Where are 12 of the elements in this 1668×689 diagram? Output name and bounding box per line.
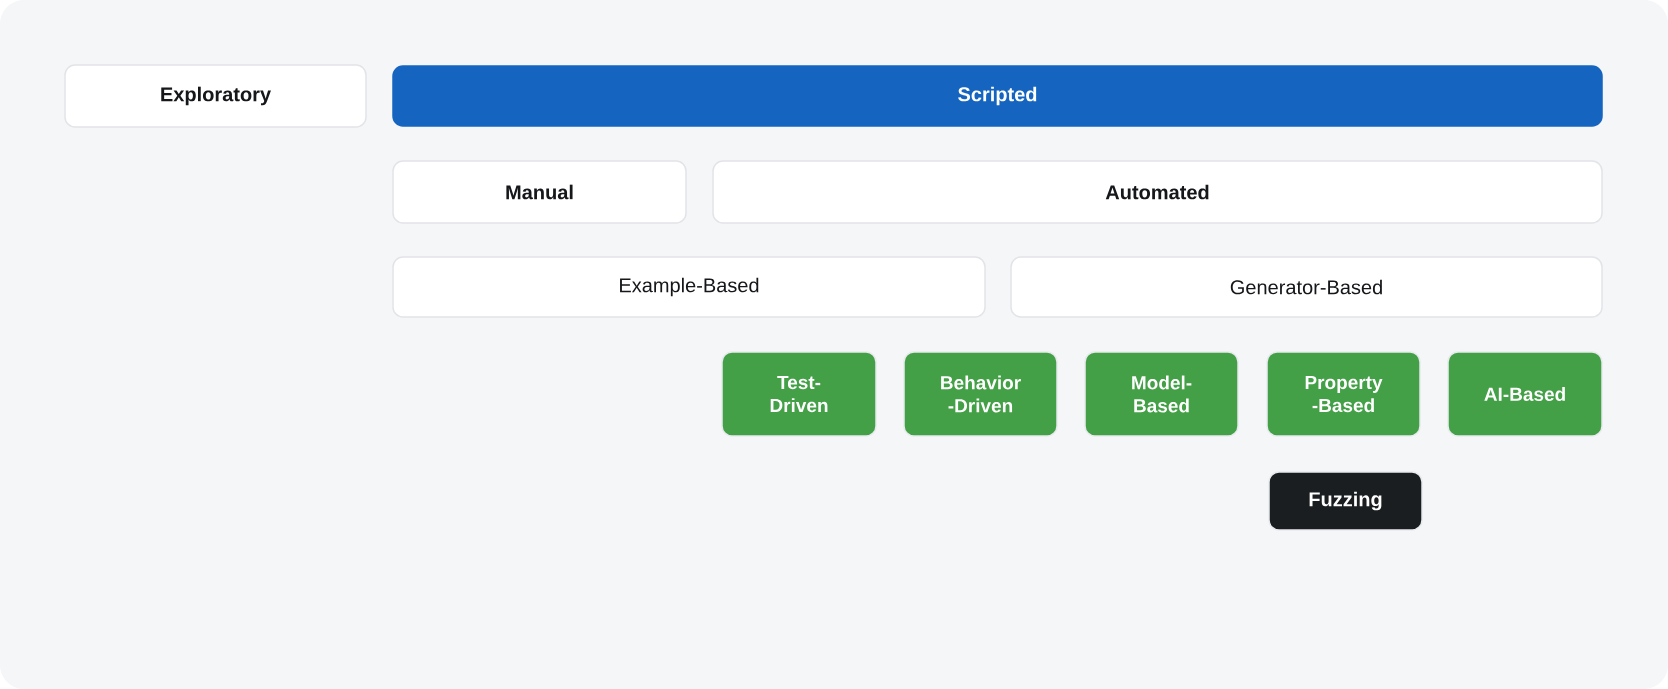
- method-box: Behavior -Driven: [903, 351, 1058, 437]
- method-box: Model- Based: [1084, 351, 1239, 437]
- category-box: Exploratory: [64, 64, 367, 128]
- category-box: Manual: [392, 160, 687, 224]
- category-box: Generator-Based: [1010, 256, 1603, 318]
- category-box: Scripted: [392, 65, 1603, 127]
- category-box: Automated: [712, 160, 1603, 224]
- method-box: AI-Based: [1447, 351, 1603, 437]
- category-box: Example-Based: [392, 256, 986, 318]
- method-box: Property -Based: [1266, 351, 1421, 437]
- method-box: Test- Driven: [721, 351, 877, 437]
- method-box: Fuzzing: [1268, 471, 1423, 531]
